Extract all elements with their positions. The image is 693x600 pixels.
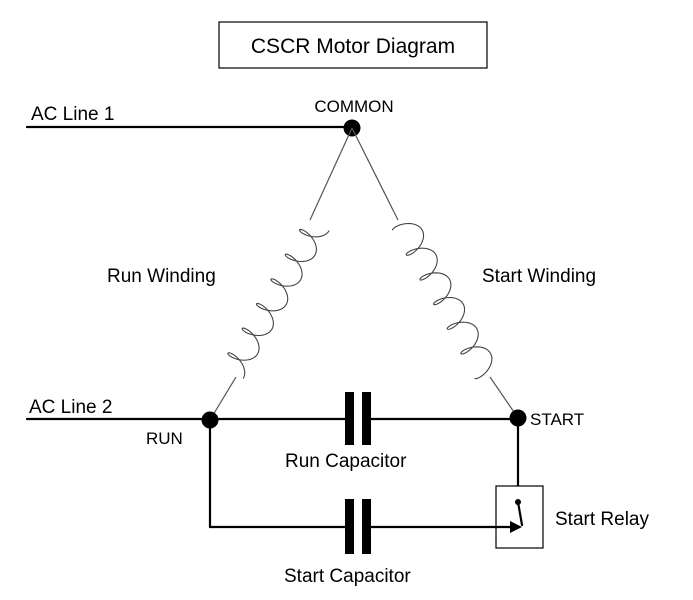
run-label: RUN: [146, 429, 183, 448]
run-capacitor-plate-left: [345, 392, 354, 445]
start-relay-label: Start Relay: [555, 509, 649, 530]
run-winding-label: Run Winding: [107, 266, 216, 287]
run-capacitor-plate-right: [362, 392, 371, 445]
start-relay-arrow: [510, 521, 522, 533]
start-winding-label: Start Winding: [482, 266, 596, 287]
ac-line-2-label: AC Line 2: [29, 397, 112, 418]
start-capacitor-plate-right: [362, 499, 371, 554]
diagram-title: CSCR Motor Diagram: [251, 35, 455, 58]
start-winding-coil: [392, 222, 493, 380]
start-capacitor-label: Start Capacitor: [284, 566, 411, 587]
start-capacitor-plate-left: [345, 499, 354, 554]
run-winding-coil: [227, 228, 330, 379]
common-label: COMMON: [314, 97, 393, 116]
title-box: [218, 21, 488, 69]
ac-line-1-label: AC Line 1: [31, 104, 114, 125]
run-winding-lead-top: [309, 127, 353, 221]
start-winding-lead-top: [351, 127, 399, 221]
run-capacitor-label: Run Capacitor: [285, 451, 407, 472]
start-label: START: [530, 410, 584, 429]
start-relay-switch-arm: [516, 500, 524, 527]
